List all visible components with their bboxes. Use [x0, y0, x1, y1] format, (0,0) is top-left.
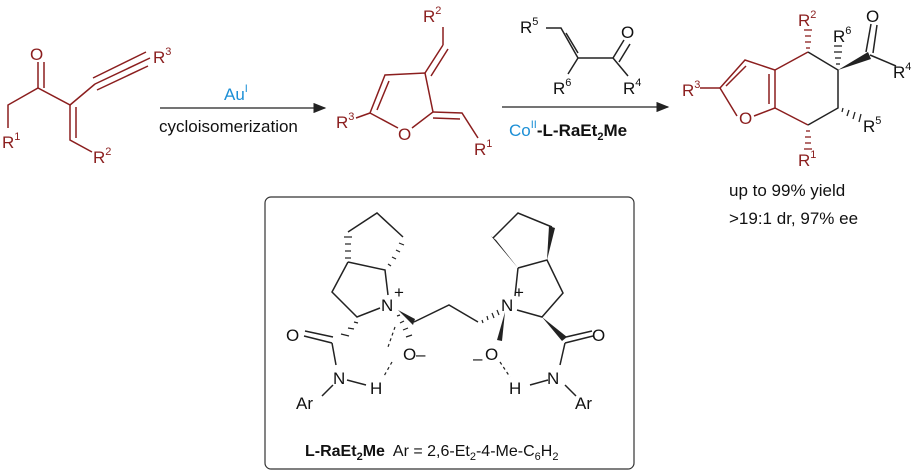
label-r3: R3	[336, 111, 354, 132]
selectivity-text: >19:1 dr, 97% ee	[729, 209, 858, 228]
label-r4: R4	[893, 61, 911, 82]
label-r6: R6	[553, 77, 571, 98]
oxide-o: O	[485, 345, 498, 364]
hashed-bond-r2	[804, 29, 812, 49]
cycloisomerization-label: cycloisomerization	[159, 117, 298, 136]
atom-o: O	[739, 109, 752, 128]
aryl-ar: Ar	[296, 394, 313, 413]
positive-charge: +	[514, 283, 524, 302]
reaction-arrow-1: AuI cycloisomerization	[159, 83, 327, 136]
oxide-o: O	[403, 345, 416, 364]
tetrahydrobenzofuran-product: O R3 R2 R1 R6 O R4 R5 up to 99% yield >1…	[682, 7, 911, 228]
label-r1: R1	[2, 131, 20, 152]
reaction-arrow-2: O R5 R6 R4 CoII-L-RaEt2Me	[502, 16, 670, 143]
positive-charge: +	[394, 283, 404, 302]
cobalt-catalyst-label: CoII-L-RaEt2Me	[509, 119, 627, 143]
amide-n: N	[333, 369, 345, 388]
atom-o: O	[866, 7, 879, 26]
furan-diene-intermediate: O R2 R3 R1	[336, 5, 492, 159]
label-r2: R2	[798, 9, 816, 30]
atom-o: O	[286, 326, 299, 345]
label-r4: R4	[623, 77, 641, 98]
label-r5: R5	[520, 16, 538, 37]
atom-h: H	[509, 379, 521, 398]
atom-o: O	[592, 326, 605, 345]
atom-h: H	[370, 379, 382, 398]
starting-material-enynone: O R1 R2 R3	[2, 45, 171, 167]
negative-charge: –	[473, 349, 483, 368]
label-r2: R2	[423, 5, 441, 26]
ammonium-n-left: N	[381, 296, 393, 315]
ammonium-n-right: N	[501, 296, 513, 315]
hashed-bond-r6	[834, 45, 862, 123]
amide-n: N	[547, 369, 559, 388]
negative-charge: –	[416, 345, 426, 364]
label-r5: R5	[863, 115, 881, 136]
label-r2: R2	[93, 146, 111, 167]
label-r6: R6	[833, 25, 851, 46]
aryl-ar: Ar	[575, 394, 592, 413]
label-r1: R1	[474, 138, 492, 159]
label-r1: R1	[798, 149, 816, 170]
atom-o: O	[398, 125, 411, 144]
label-r3: R3	[153, 46, 171, 67]
label-r3: R3	[682, 79, 700, 100]
gold-catalyst-label: AuI	[224, 83, 248, 104]
hashed-bond-r1	[804, 130, 812, 150]
ligand-structure-box: N + O N H Ar O – N + O N H Ar O – L-RaEt…	[264, 196, 635, 470]
atom-o: O	[621, 23, 634, 42]
yield-text: up to 99% yield	[729, 181, 845, 200]
atom-o: O	[30, 45, 43, 64]
